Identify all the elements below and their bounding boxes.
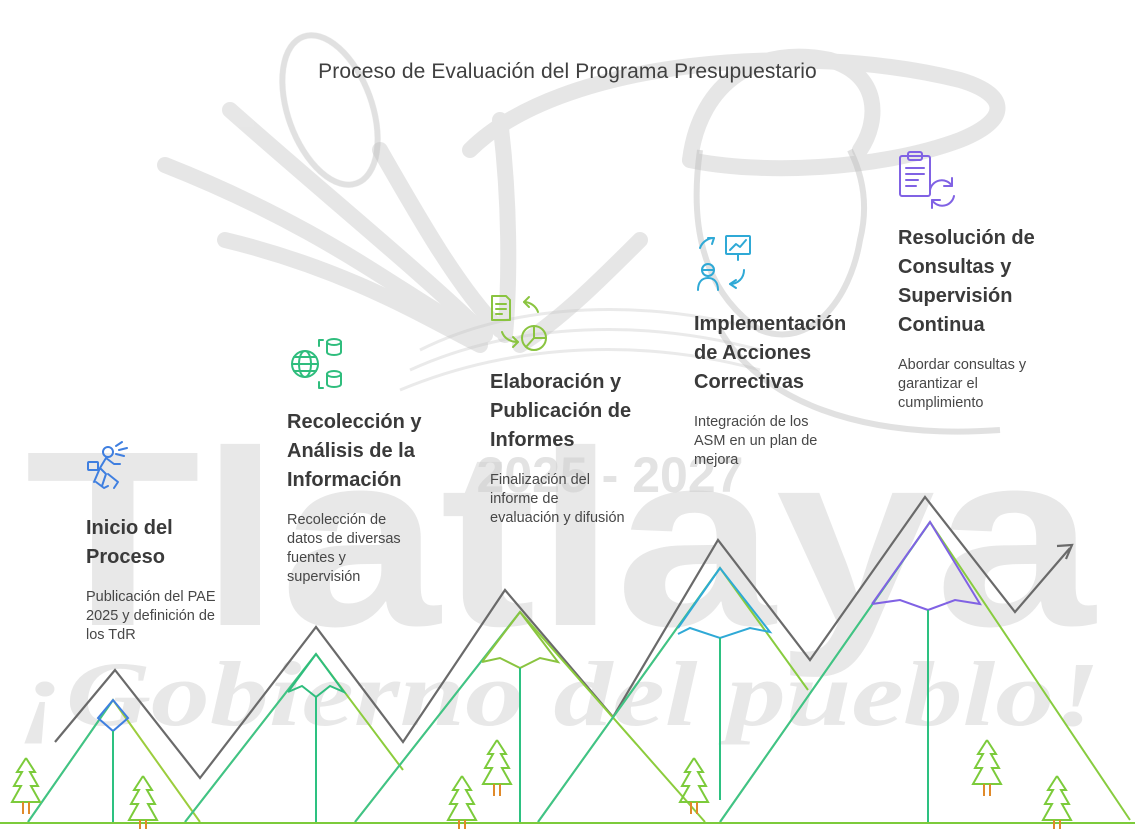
progress-outline — [54, 495, 1071, 780]
mountain-4-peak — [677, 566, 773, 640]
clipboard-refresh-icon — [899, 151, 955, 209]
person-presentation-cycle-icon — [697, 235, 751, 291]
tree-icon — [447, 775, 477, 829]
mountain-5-peak — [871, 520, 982, 612]
mountain-5-slope — [719, 520, 1131, 823]
slope-line — [27, 699, 114, 823]
watermark-leaf — [157, 157, 478, 338]
watermark-leaf — [217, 232, 488, 353]
watermark-field — [419, 308, 761, 352]
watermark-shirt — [717, 328, 1001, 435]
tree-icon — [679, 757, 709, 815]
watermark-field — [399, 348, 761, 392]
tree-icon — [1042, 775, 1072, 829]
diagram-title: Proceso de Evaluación del Programa Presu… — [318, 60, 817, 83]
watermark-period: 2025 - 2027 — [477, 447, 744, 503]
watermark-corn — [279, 32, 381, 188]
tree-icon — [128, 775, 158, 829]
watermark-hat — [462, 52, 1006, 177]
arrow-head-icon — [1056, 543, 1074, 560]
watermark-field — [409, 328, 761, 372]
watermark-leaf — [492, 112, 517, 343]
mountain-2-slope — [184, 652, 404, 823]
watermark-leaf — [372, 142, 508, 338]
mountain-3-peak — [481, 610, 561, 670]
watermark-slogan: ¡Gobierno del pueblo! — [20, 643, 1100, 745]
tree-icon — [482, 739, 512, 797]
mountain-3-slope — [354, 610, 706, 823]
globe-database-icon — [291, 338, 342, 389]
watermark-leaf — [222, 102, 493, 343]
mountain-2-peak — [287, 652, 347, 699]
person-running-with-briefcase-icon — [87, 441, 128, 489]
tree-icon — [972, 739, 1002, 797]
watermark-hat-crown — [682, 48, 881, 168]
watermark-face — [693, 148, 868, 338]
tree-icon — [11, 757, 41, 815]
document-cycle-pie-chart-icon — [491, 295, 547, 351]
